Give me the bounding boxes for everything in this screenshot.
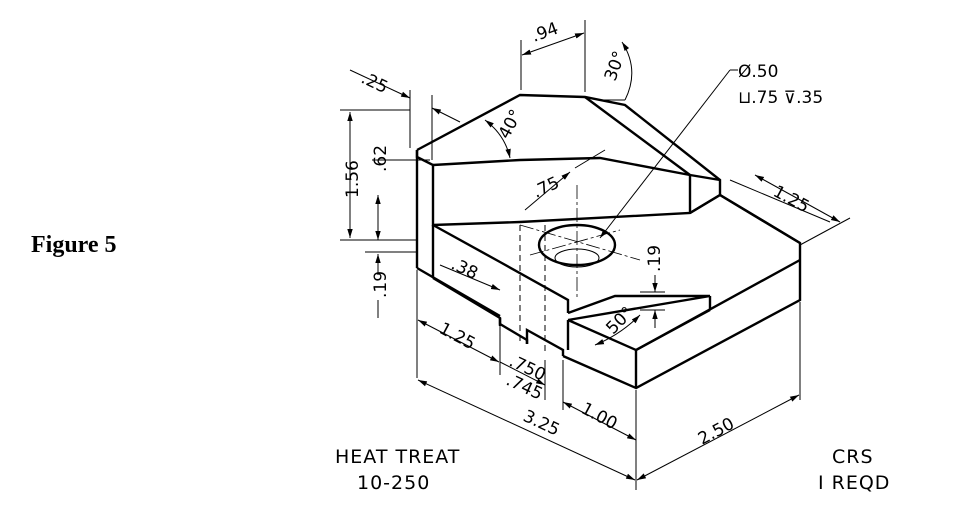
dim-325: 3.25 xyxy=(520,406,563,440)
figure-label: Figure 5 xyxy=(31,232,117,258)
heat-treat-note-line1: HEAT TREAT xyxy=(335,446,460,468)
dim-062: .62 xyxy=(371,145,391,172)
heat-treat-note-line2: 10-250 xyxy=(357,472,430,494)
dim-075: .75 xyxy=(530,173,563,203)
dim-019-left: .19 xyxy=(371,271,391,298)
dim-156: 1.56 xyxy=(343,160,363,198)
dim-040deg: 40° xyxy=(495,106,527,142)
dim-125-bottom: 1.25 xyxy=(436,319,479,354)
hole-note-line2: ⊔.75 ⊽.35 xyxy=(738,88,823,108)
hole-note-line1: Ø.50 xyxy=(738,62,778,82)
dimension-lines xyxy=(340,20,851,490)
material-note-line2: I REQD xyxy=(818,472,890,494)
material-note-line1: CRS xyxy=(832,446,874,468)
dim-30deg: 30° xyxy=(601,49,630,84)
dim-025: .25 xyxy=(358,68,391,98)
dim-250: 2.50 xyxy=(695,414,738,449)
part-outline xyxy=(415,93,802,390)
dim-019-right: .19 xyxy=(645,245,665,272)
